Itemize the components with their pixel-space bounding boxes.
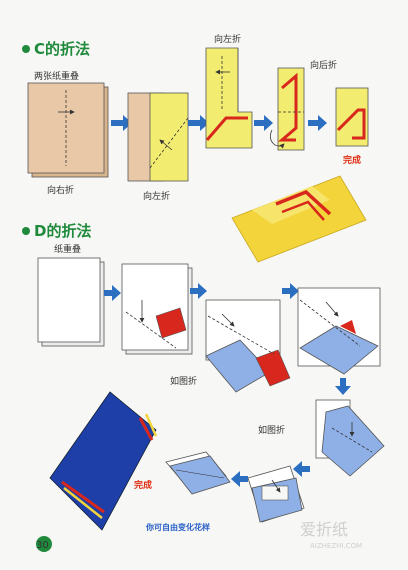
step-arrow-icon <box>190 283 207 299</box>
section-d-title: D的折法 <box>34 222 91 240</box>
watermark-url: AIZHEZHI.COM <box>310 542 362 550</box>
page-number-badge <box>36 536 52 552</box>
c-step-5: 完成 <box>335 87 369 166</box>
label-d-done: 完成 <box>134 479 152 491</box>
c-finished-envelope <box>231 175 367 263</box>
white-paper <box>37 257 101 343</box>
label-as-shown-1: 如图折 <box>170 375 197 387</box>
red-card <box>155 307 187 339</box>
section-c-title: C的折法 <box>34 40 90 58</box>
fold-arrow-icon <box>221 313 235 327</box>
step-arrow-icon <box>111 115 132 131</box>
c-step-1: 两张纸重叠 向右折 <box>27 70 109 196</box>
step-arrow-icon <box>335 378 351 395</box>
section-d: D的折法 纸重叠 如图折 <box>22 222 385 531</box>
d-step-1: 纸重叠 <box>37 243 105 347</box>
label-as-shown-2: 如图折 <box>258 424 285 436</box>
footer-caption: 你可自由变化花样 <box>145 522 210 532</box>
label-fold-left-bottom: 向左折 <box>143 190 170 202</box>
d-step-3 <box>205 299 291 393</box>
d-step-5: 如图折 <box>258 399 385 477</box>
label-c-done: 完成 <box>343 154 361 166</box>
step-arrow-icon <box>254 115 273 131</box>
step-arrow-icon <box>293 461 310 477</box>
page-number: 30 <box>36 540 49 551</box>
label-two-overlap: 两张纸重叠 <box>34 70 79 82</box>
bullet-dot-icon <box>22 227 30 235</box>
fold-arrow-icon <box>159 139 173 151</box>
fold-back-arrow-icon <box>270 129 285 149</box>
fold-arrow-icon <box>325 301 339 317</box>
step-arrow-icon <box>188 115 209 131</box>
c-step-4: 向后折 <box>270 59 337 151</box>
d-finished-envelope: 完成 <box>49 391 158 531</box>
step-arrow-icon <box>308 115 327 131</box>
d-step-2: 如图折 <box>121 263 197 387</box>
label-paper-overlap: 纸重叠 <box>54 243 81 255</box>
label-fold-back: 向后折 <box>310 59 337 71</box>
d-step-4 <box>297 287 381 375</box>
c-step-2: 向左折 <box>127 92 189 202</box>
bullet-dot-icon <box>22 45 30 53</box>
step-arrow-icon <box>282 283 299 299</box>
step-arrow-icon <box>104 285 121 301</box>
label-fold-left-top: 向左折 <box>214 33 241 45</box>
d-step-7 <box>165 451 231 495</box>
c-step-3: 向左折 <box>205 33 253 149</box>
fold-arrow-icon <box>271 479 281 493</box>
d-step-6 <box>247 465 305 523</box>
step-arrow-icon <box>231 471 248 487</box>
watermark-text: 爱折纸 <box>300 520 348 539</box>
section-c: C的折法 两张纸重叠 向右折 向左折 向左折 <box>22 33 369 263</box>
label-fold-right: 向右折 <box>47 184 74 196</box>
